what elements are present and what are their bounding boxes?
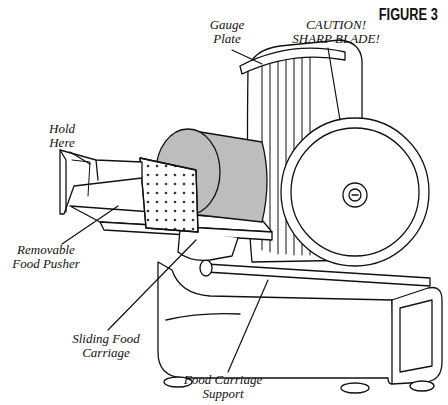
part-label: CAUTION! SHARP BLADE! bbox=[286, 18, 386, 46]
feet bbox=[410, 381, 434, 391]
part-label: Gauge Plate bbox=[202, 18, 252, 46]
food-pusher bbox=[140, 158, 198, 232]
figure-title: FIGURE 3 bbox=[379, 6, 438, 24]
blade bbox=[281, 118, 429, 266]
leader-lines bbox=[70, 152, 90, 164]
food-pusher bbox=[60, 150, 98, 212]
food-pusher bbox=[60, 150, 142, 214]
blade bbox=[281, 118, 429, 266]
leader-lines bbox=[62, 48, 340, 372]
food-pusher bbox=[140, 158, 198, 232]
blade bbox=[291, 128, 419, 256]
leader-lines bbox=[108, 240, 196, 330]
base-body bbox=[400, 300, 432, 372]
blade bbox=[352, 194, 358, 195]
food-pusher bbox=[72, 160, 90, 196]
base-body bbox=[388, 288, 442, 385]
part-label: Hold Here bbox=[40, 122, 84, 150]
feet bbox=[341, 383, 369, 393]
part-label: Removable Food Pusher bbox=[4, 243, 88, 271]
part-label: Food Carriage Support bbox=[172, 373, 274, 401]
leader-lines bbox=[228, 280, 268, 372]
base-body bbox=[391, 300, 392, 384]
carriage-rod bbox=[206, 264, 430, 286]
carriage-rod bbox=[200, 260, 212, 276]
leader-lines bbox=[62, 206, 118, 244]
leader-lines bbox=[328, 48, 340, 120]
leader-lines bbox=[232, 50, 262, 64]
blade bbox=[349, 189, 361, 201]
part-label: Sliding Food Carriage bbox=[58, 332, 154, 360]
food-carriage bbox=[178, 230, 238, 260]
blade bbox=[343, 183, 367, 207]
base-body bbox=[158, 262, 442, 384]
food-pusher bbox=[60, 150, 198, 232]
carriage-rod bbox=[200, 260, 430, 286]
base-body bbox=[166, 314, 240, 320]
